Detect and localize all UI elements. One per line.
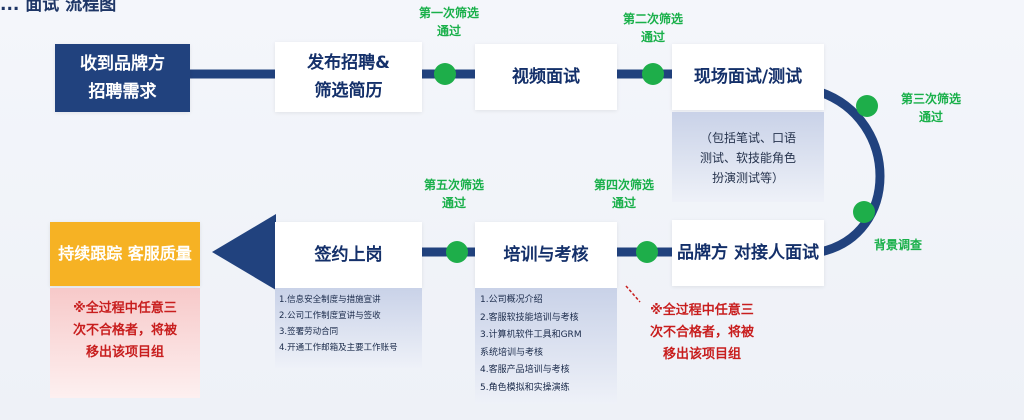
step-receive-requirements: 收到品牌方 招聘需求: [55, 44, 190, 112]
training-fail-note: ※全过程中任意三 次不合格者，将被 移出该项目组: [632, 300, 772, 366]
step-brand-label: 品牌方 对接人面试: [677, 243, 819, 263]
screen-label-second: 第二次筛选 通过: [607, 10, 699, 46]
step-receive-line2: 招聘需求: [88, 82, 157, 102]
training-detail-item: 系统培训与考核: [480, 347, 544, 358]
followup-fail-note: ※全过程中任意三 次不合格者，将被 移出该项目组: [50, 298, 200, 364]
step-training: 培训与考核: [475, 222, 617, 288]
training-details-panel: [475, 288, 617, 404]
sign-details-panel: [275, 288, 422, 368]
screen-label-fourth-line1: 第四次筛选: [593, 178, 654, 192]
screen-dot-third: [856, 95, 878, 117]
screen-label-second-line2: 通过: [640, 30, 665, 44]
step-onsite-label: 现场面试/测试: [693, 67, 803, 87]
step-video-interview: 视频面试: [475, 44, 617, 110]
screen-label-second-line1: 第二次筛选: [622, 12, 683, 26]
screen-label-fifth-line2: 通过: [441, 196, 466, 210]
training-fail-line1: ※全过程中任意三: [650, 303, 754, 318]
screen-label-first: 第一次筛选 通过: [404, 4, 494, 40]
step-receive-line1: 收到品牌方: [80, 54, 165, 74]
step-publish-line1: 发布招聘&: [307, 53, 390, 73]
followup-fail-line3: 移出该项目组: [85, 345, 164, 360]
training-detail-item: 2.客服软技能培训与考核: [480, 312, 579, 323]
training-fail-line3: 移出该项目组: [662, 347, 741, 362]
sign-details-list: 1.信息安全制度与措施宣讲 2.公司工作制度宣讲与签收 3.签署劳动合同 4.开…: [279, 292, 398, 356]
screen-label-fifth: 第五次筛选 通过: [408, 176, 500, 212]
onsite-note-line2: 测试、软技能角色: [699, 151, 796, 165]
screen-label-third: 第三次筛选 通过: [885, 90, 977, 126]
training-detail-item: 1.公司概况介绍: [480, 295, 543, 305]
screen-dot-fourth: [636, 241, 658, 263]
sign-detail-item: 2.公司工作制度宣讲与签收: [279, 311, 381, 321]
followup-note-panel: [50, 288, 200, 398]
screen-label-fourth-line2: 通过: [611, 196, 636, 210]
onsite-note-panel: [672, 112, 824, 202]
screen-dot-background: [853, 201, 875, 223]
step-onsite-interview: 现场面试/测试: [672, 44, 824, 110]
training-fail-line2: 次不合格者，将被: [649, 325, 754, 340]
step-training-label: 培训与考核: [503, 245, 589, 265]
training-detail-item: 3.计算机软件工具和GRM: [480, 330, 582, 340]
onsite-note-line3: 扮演测试等）: [711, 171, 784, 185]
training-details-list: 1.公司概况介绍 2.客服软技能培训与考核 3.计算机软件工具和GRM 系统培训…: [480, 292, 582, 397]
screen-label-third-line1: 第三次筛选: [900, 92, 961, 106]
onsite-note-line1: （包括笔试、口语: [699, 131, 796, 145]
step-sign-contract: 签约上岗: [275, 222, 422, 288]
screen-label-fifth-line1: 第五次筛选: [423, 178, 484, 192]
sign-detail-item: 4.开通工作邮箱及主要工作账号: [279, 343, 398, 353]
followup-fail-line1: ※全过程中任意三: [73, 301, 177, 316]
onsite-note: （包括笔试、口语 测试、软技能角色 扮演测试等）: [672, 128, 824, 188]
step-sign-label: 签约上岗: [314, 245, 383, 265]
sign-detail-item: 1.信息安全制度与措施宣讲: [279, 295, 381, 305]
training-detail-item: 5.角色模拟和实操演练: [480, 382, 570, 393]
screen-dot-first: [434, 63, 456, 85]
screen-dot-fifth: [446, 241, 468, 263]
screen-dot-second: [642, 63, 664, 85]
sign-detail-item: 3.签署劳动合同: [279, 327, 339, 337]
step-brand-interview: 品牌方 对接人面试: [672, 220, 824, 286]
screen-label-third-line2: 通过: [918, 110, 943, 124]
training-detail-item: 4.客服产品培训与考核: [480, 365, 570, 375]
screen-label-first-line1: 第一次筛选: [418, 6, 479, 20]
page-title: ... 面试 流程图: [0, 0, 117, 12]
screen-label-first-line2: 通过: [436, 24, 461, 38]
screen-label-fourth: 第四次筛选 通过: [578, 176, 670, 212]
followup-fail-line2: 次不合格者，将被: [72, 323, 177, 338]
flow-arrow-head: [212, 214, 276, 290]
step-video-label: 视频面试: [512, 67, 580, 87]
screen-label-background-text: 背景调查: [873, 238, 922, 252]
step-followup-label: 持续跟踪 客服质量: [58, 244, 192, 263]
screen-label-background: 背景调查: [858, 236, 938, 254]
step-publish-recruitment: 发布招聘& 筛选简历: [275, 42, 422, 112]
step-followup: 持续跟踪 客服质量: [50, 222, 200, 286]
step-publish-line2: 筛选简历: [314, 81, 383, 101]
